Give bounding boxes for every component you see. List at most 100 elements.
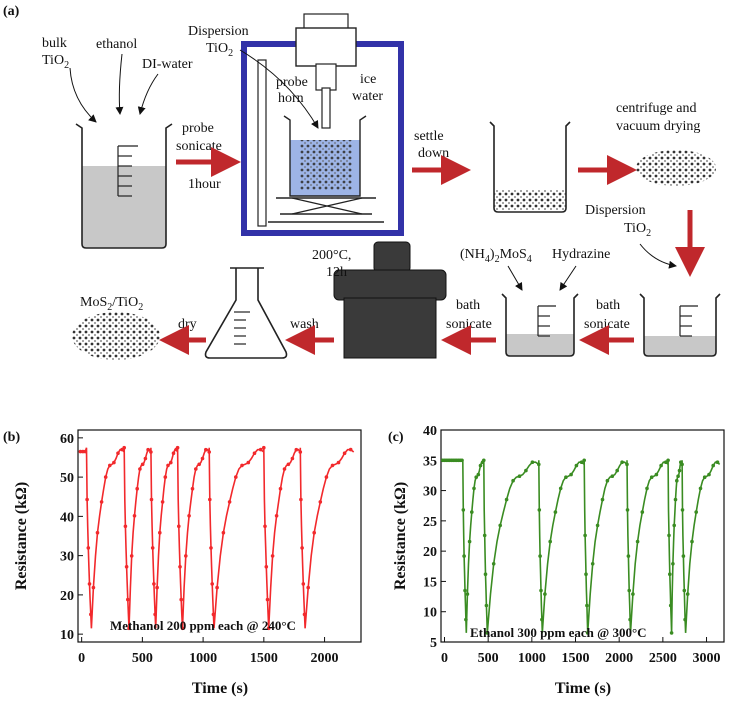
centrifuge-label: centrifuge and <box>616 101 696 116</box>
data-point <box>482 533 487 538</box>
data-point <box>266 626 271 631</box>
beaker-1-liquid <box>82 166 166 248</box>
wash-label: wash <box>290 317 319 332</box>
data-point <box>694 510 698 514</box>
data-point <box>178 565 182 569</box>
data-point <box>312 530 317 535</box>
x-tick-label: 1000 <box>189 651 217 666</box>
data-point <box>467 539 472 544</box>
data-point <box>140 462 145 467</box>
data-point <box>87 582 92 586</box>
data-point <box>681 554 686 558</box>
data-point <box>677 468 682 473</box>
beaker-2 <box>489 121 571 213</box>
data-point <box>476 472 481 477</box>
data-point <box>211 612 216 617</box>
ylabel-c: Resistance (kΩ) <box>392 482 409 590</box>
data-point <box>537 462 541 467</box>
data-point <box>306 585 311 590</box>
probe-label: probe <box>182 121 214 136</box>
ice-label: ice <box>360 72 376 87</box>
data-point <box>631 592 635 596</box>
mos2-tio2-powder <box>72 312 160 360</box>
data-point <box>204 447 208 452</box>
bulk-tio2-label: TiO2 <box>42 53 69 71</box>
data-point <box>605 478 610 483</box>
data-point <box>610 474 615 479</box>
probe-horn-label: probe <box>276 75 308 90</box>
data-point <box>574 463 579 468</box>
data-point <box>478 463 483 468</box>
x-tick-label: 2500 <box>649 651 677 666</box>
data-point <box>680 508 685 512</box>
data-point <box>667 533 671 538</box>
y-tick-label: 20 <box>60 589 74 604</box>
data-point <box>177 524 181 529</box>
data-point <box>150 546 155 550</box>
data-point <box>132 514 137 518</box>
data-point <box>498 523 503 528</box>
y-tick-label: 40 <box>60 510 74 525</box>
y-tick-label: 60 <box>60 432 74 447</box>
data-point <box>274 514 279 518</box>
data-point <box>258 447 263 452</box>
data-point <box>600 497 605 502</box>
data-point <box>461 508 466 512</box>
data-point <box>640 510 645 514</box>
data-point <box>252 451 257 456</box>
panel-a-label: (a) <box>3 4 20 19</box>
data-point <box>711 463 715 468</box>
data-point <box>282 467 287 471</box>
data-point <box>103 475 108 479</box>
data-point <box>595 523 600 528</box>
data-point <box>483 572 488 576</box>
bath-sonicate-right: sonicate <box>584 317 630 332</box>
beaker-1 <box>75 123 173 249</box>
data-point <box>175 445 180 450</box>
data-point <box>152 582 156 586</box>
annotation-b: Methanol 200 ppm each @ 240°C <box>110 618 296 633</box>
data-point <box>669 631 674 635</box>
data-point <box>585 603 589 608</box>
data-point <box>715 460 720 465</box>
data-point <box>270 554 275 558</box>
y-tick-label: 10 <box>423 606 437 621</box>
data-point <box>127 626 131 631</box>
data-point <box>569 472 573 477</box>
data-point <box>615 468 619 473</box>
data-point <box>671 562 675 566</box>
mos2-tio2-label: MoS2/TiO2 <box>80 295 143 313</box>
di-water-arrow <box>137 73 159 115</box>
data-point <box>540 617 544 622</box>
data-point <box>666 458 670 463</box>
data-point <box>491 562 496 566</box>
y-tick-label: 35 <box>423 454 437 469</box>
data-point <box>504 497 509 502</box>
data-point <box>286 462 291 467</box>
data-point <box>300 546 304 550</box>
data-point <box>668 572 672 576</box>
data-point <box>78 449 83 454</box>
data-point <box>221 530 226 535</box>
data-point <box>169 460 173 465</box>
data-point <box>628 617 632 622</box>
nh4-mos4-label: (NH4)2MoS4 <box>460 247 532 265</box>
settle-label: settle <box>414 129 444 144</box>
dispersion-right-tio2: TiO2 <box>624 221 651 239</box>
data-point <box>539 588 543 593</box>
data-point <box>584 572 588 576</box>
ethanol-arrow <box>115 53 124 115</box>
data-point <box>470 510 474 514</box>
x-tick-label: 1500 <box>562 651 590 666</box>
data-point <box>464 617 468 622</box>
data-point <box>108 463 112 468</box>
data-point <box>460 458 464 463</box>
data-point <box>342 451 347 456</box>
panel-a: (a) bulk TiO2 ethanol DI-water probe son… <box>3 4 721 360</box>
data-point <box>676 474 680 479</box>
data-point <box>472 486 476 491</box>
y-tick-label: 10 <box>60 628 74 643</box>
data-point <box>627 588 631 593</box>
